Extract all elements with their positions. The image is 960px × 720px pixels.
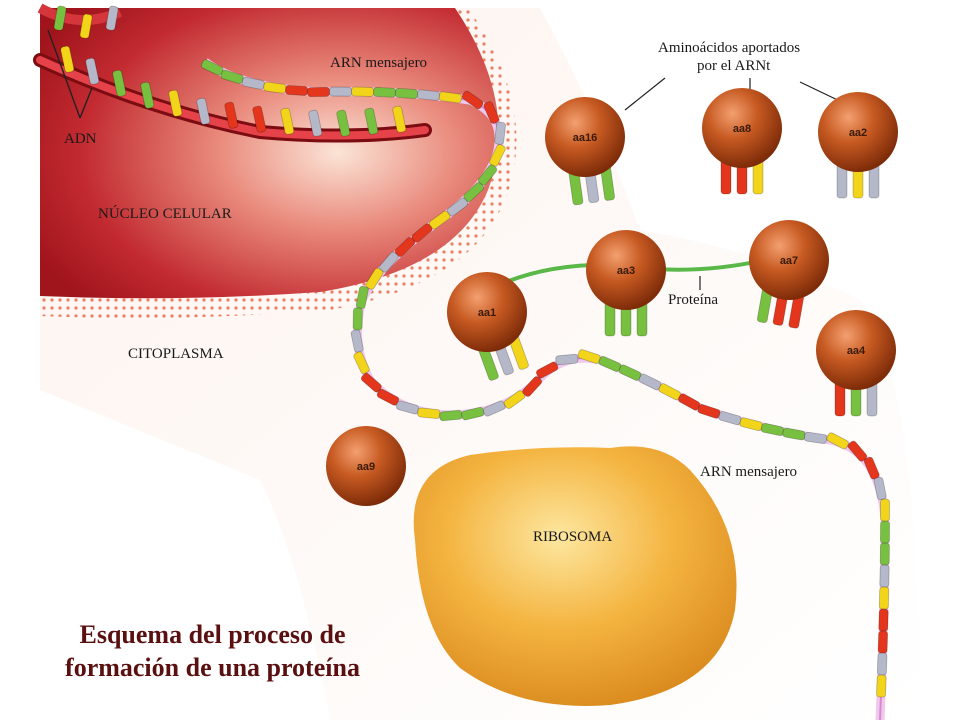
trna-label-line1: Aminoácidos aportados [658,40,800,56]
proteina-label: Proteína [668,292,718,308]
caption-line-2: formación de una proteína [65,653,360,682]
mrna-base [285,84,309,96]
mrna-base [351,86,375,97]
dna-base [85,57,100,85]
dna-base [105,5,119,31]
amino-acid-aa2: aa2 [818,92,898,199]
amino-acid-label: aa16 [573,132,597,144]
mrna-base [880,520,890,544]
mrna-base [522,376,543,397]
mrna-base [439,409,463,422]
dna-bases [53,5,407,137]
mrna-base [878,586,890,610]
mrna-base [826,432,849,450]
dna-base [280,107,295,135]
amino-acid-aa9: aa9 [326,426,406,506]
dna-base [196,97,211,125]
mrna-base [878,608,889,632]
mrna-base [876,674,887,698]
amino-acid-aa3: aa3 [586,230,666,337]
mrna-base [876,652,888,676]
amino-acid-aa16: aa16 [545,97,625,206]
caption-line-1: Esquema del proceso de [79,620,346,649]
mrna-bases [200,59,890,698]
amino-acid-label: aa2 [849,127,867,139]
amino-acid-label: aa3 [617,265,635,277]
amino-acid-aa1: aa1 [447,272,529,381]
mrna-base [877,630,889,654]
mrna-base [365,267,384,290]
mrna-base [494,121,506,145]
mrna-base [438,91,462,104]
arn-top-label: ARN mensajero [330,55,427,71]
amino-acids: aa16 aa8 aa2 aa1 aa3 aa7 aa4 aa9 [326,88,898,506]
ribosoma-label: RIBOSOMA [533,529,612,545]
dna-base [60,45,75,73]
mrna-base [350,329,364,353]
amino-acid-ball [545,97,625,177]
dna-base [79,13,93,39]
trna-pointer [624,77,666,111]
dna-base [168,89,183,117]
mrna-base [353,351,370,375]
dna-base [364,107,379,135]
mrna-base [329,86,352,97]
amino-acid-ball [447,272,527,352]
mrna-base [847,440,868,462]
dna-base [308,109,323,137]
mrna-base [483,101,500,124]
amino-acid-label: aa1 [478,307,496,319]
amino-acid-label: aa9 [357,461,375,473]
mrna-base [417,407,441,419]
adn-pointer [79,87,93,119]
trna-label-line2: por el ARNt [697,58,771,74]
mrna-base [555,353,579,366]
diagram-caption: Esquema del proceso de formación de una … [20,618,405,684]
mrna-base [804,431,828,444]
amino-acid-ball [818,92,898,172]
dna-base [224,101,239,129]
amino-acid-ball [702,88,782,168]
amino-acid-label: aa7 [780,255,798,267]
amino-acid-ball [326,426,406,506]
mrna-base [535,361,559,379]
dna-base [53,5,67,31]
amino-acid-ball [586,230,666,310]
mrna-base [461,90,484,110]
arn-bottom-label: ARN mensajero [700,464,797,480]
nucleo-label: NÚCLEO CELULAR [98,205,232,222]
mrna-base [360,372,382,393]
mrna-base [395,87,419,99]
amino-acid-label: aa8 [733,123,751,135]
amino-acid-aa8: aa8 [702,88,782,195]
dna-base [140,81,155,109]
amino-acid-aa4: aa4 [816,310,896,417]
amino-acid-ball [816,310,896,390]
mrna-base [879,542,890,566]
adn-label: ADN [64,131,97,147]
dna-strand-highlight [36,56,429,140]
amino-acid-label: aa4 [847,345,866,357]
nucleus [40,8,499,299]
mrna-base [416,89,440,101]
amino-acid-aa7: aa7 [749,220,829,329]
mrna-base [373,87,397,98]
mrna-base [307,86,331,97]
ribosome [413,446,737,706]
amino-acid-ball [749,220,829,300]
mrna-base [352,307,363,331]
dna-base [392,105,407,133]
dna-base [252,105,267,133]
mrna-base [873,476,887,501]
mrna-base [880,498,890,522]
adn-pointer [47,29,81,119]
dna-base [112,69,127,97]
citoplasma-label: CITOPLASMA [128,346,224,362]
dna-base [336,109,351,137]
mrna-base [879,564,890,588]
